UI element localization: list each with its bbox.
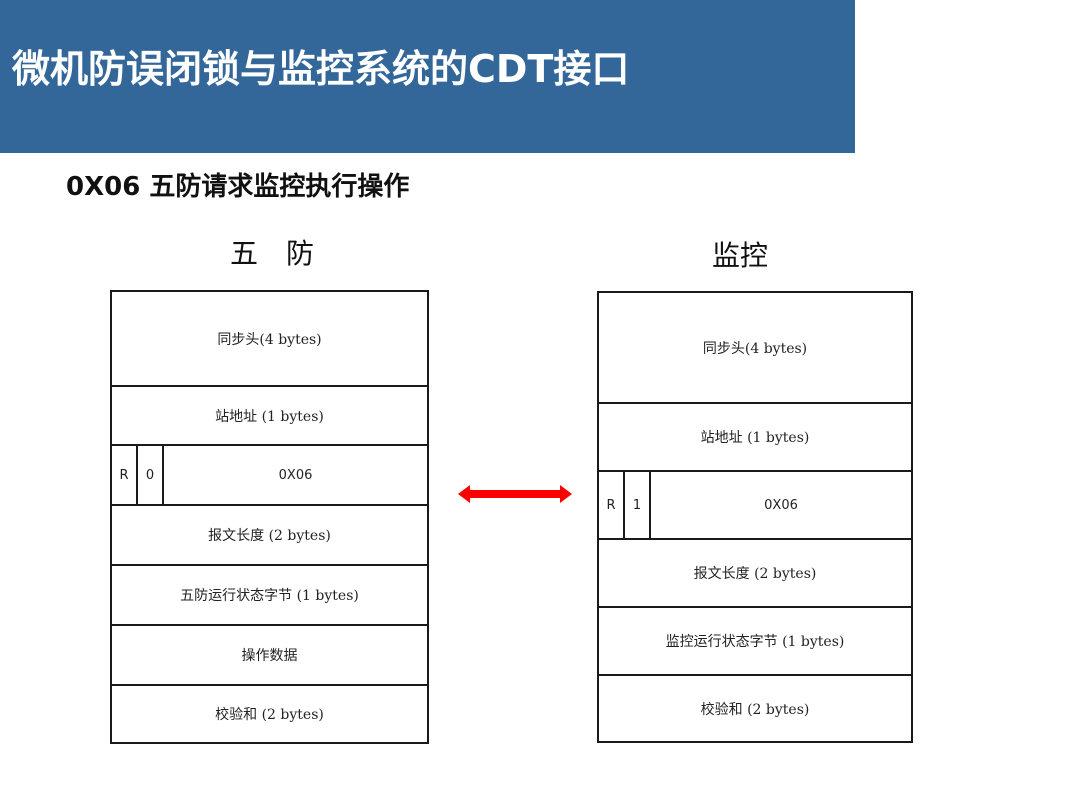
right-frame-heading: 监控 [712,239,769,272]
frame-row-checksum: 校验和 (2 bytes) [700,701,810,718]
title-banner: 微机防误闭锁与监控系统的CDT接口 [0,0,855,153]
frame-cell-r-bit: R [599,472,625,538]
frame-row-function-code: R 1 0X06 [599,472,911,540]
frame-row-sync-header: 同步头(4 bytes) [112,292,427,387]
page-title: 微机防误闭锁与监控系统的CDT接口 [12,47,630,91]
frame-row-operation-data: 操作数据 [112,626,427,686]
left-frame-structure: 同步头(4 bytes) 站地址 (1 bytes) R 0 0X06 报文长度… [110,290,429,744]
frame-row-message-length: 报文长度 (2 bytes) [112,506,427,566]
frame-row-checksum: 校验和 (2 bytes) [215,707,324,723]
frame-cell-direction-bit: 0 [138,446,164,504]
frame-row-status-byte: 监控运行状态字节 (1 bytes) [599,608,911,676]
frame-row-function-code: R 0 0X06 [112,446,427,506]
left-frame-heading: 五 防 [230,237,315,270]
frame-row-station-address: 站地址 (1 bytes) [599,404,911,472]
section-subtitle: 0X06 五防请求监控执行操作 [66,172,410,202]
frame-cell-function-code: 0X06 [278,467,313,483]
frame-cell-r-bit: R [112,446,138,504]
frame-cell-direction-bit: 1 [625,472,651,538]
frame-cell-function-code: 0X06 [764,497,798,513]
frame-row-message-length: 报文长度 (2 bytes) [599,540,911,608]
right-frame-structure: 同步头(4 bytes) 站地址 (1 bytes) R 1 0X06 报文长度… [597,291,913,743]
frame-row-station-address: 站地址 (1 bytes) [112,387,427,446]
double-arrow-icon [458,485,572,503]
frame-row-status-byte: 五防运行状态字节 (1 bytes) [112,566,427,626]
frame-row-sync-header: 同步头(4 bytes) [599,293,911,404]
